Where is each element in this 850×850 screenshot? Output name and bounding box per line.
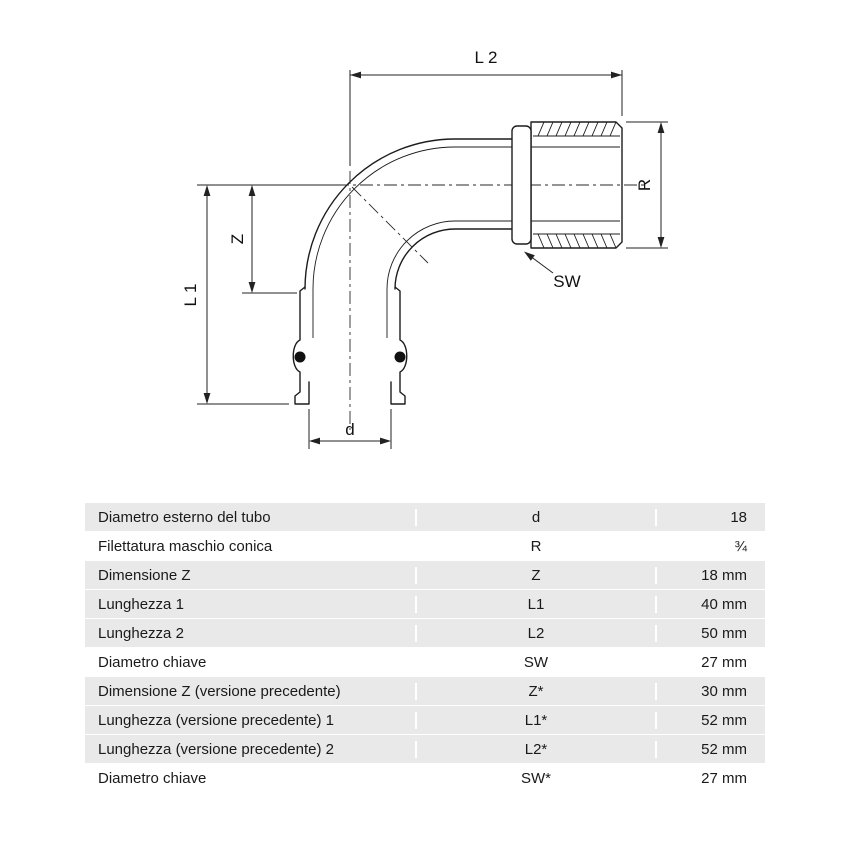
table-row: Dimensione Z (versione precedente) Z* 30…	[85, 677, 765, 706]
table-row: Diametro chiave SW 27 mm	[85, 648, 765, 677]
spec-symbol: L1*	[415, 711, 655, 729]
table-row: Lunghezza 1 L1 40 mm	[85, 590, 765, 619]
press-socket	[292, 286, 408, 405]
collar-bead	[511, 125, 532, 245]
spec-value: 18 mm	[655, 566, 765, 584]
dim-label-l2: L 2	[474, 48, 497, 67]
table-row: Diametro chiave SW* 27 mm	[85, 764, 765, 793]
dimension-sw: SW	[524, 251, 581, 291]
spec-label: Lunghezza 2	[98, 624, 184, 642]
dimension-l1: L 1	[181, 185, 289, 405]
spec-value: 18	[655, 508, 765, 526]
spec-label: Diametro esterno del tubo	[98, 508, 271, 526]
centerlines	[336, 171, 648, 430]
spec-value: 52 mm	[655, 740, 765, 758]
spec-label: Diametro chiave	[98, 653, 207, 671]
dim-label-d: d	[345, 420, 354, 439]
spec-symbol: SW	[415, 653, 655, 671]
spec-value: 40 mm	[655, 595, 765, 613]
table-row: Lunghezza (versione precedente) 2 L2* 52…	[85, 735, 765, 764]
spec-symbol: Z*	[415, 682, 655, 700]
spec-symbol: Z	[415, 566, 655, 584]
spec-symbol: L1	[415, 595, 655, 613]
dimension-r: R	[626, 121, 668, 249]
dim-label-sw: SW	[553, 272, 580, 291]
spec-symbol: R	[415, 537, 655, 555]
spec-table: Diametro esterno del tubo d 18 Filettatu…	[85, 503, 765, 793]
spec-label: Lunghezza 1	[98, 595, 184, 613]
thread-hatching-bottom	[537, 233, 617, 249]
dimension-d: d	[308, 409, 392, 449]
o-ring-left	[294, 351, 306, 363]
spec-label: Diametro chiave	[98, 769, 207, 787]
spec-value: 52 mm	[655, 711, 765, 729]
table-row: Diametro esterno del tubo d 18	[85, 503, 765, 532]
spec-label: Filettatura maschio conica	[98, 537, 273, 555]
dim-label-r: R	[635, 179, 654, 191]
spec-value: 50 mm	[655, 624, 765, 642]
spec-value: ¾	[655, 537, 765, 555]
table-row: Lunghezza 2 L2 50 mm	[85, 619, 765, 648]
spec-label: Lunghezza (versione precedente) 2	[98, 740, 334, 758]
pipe-outline	[304, 138, 513, 338]
spec-label: Lunghezza (versione precedente) 1	[98, 711, 334, 729]
thread-hatching-top	[537, 121, 617, 137]
fitting-diagram: L 2 R SW Z L 1 d	[181, 48, 668, 449]
spec-symbol: L2	[415, 624, 655, 642]
dim-label-z: Z	[228, 234, 247, 244]
spec-value: 27 mm	[655, 769, 765, 787]
table-row: Dimensione Z Z 18 mm	[85, 561, 765, 590]
table-row: Filettatura maschio conica R ¾	[85, 532, 765, 561]
spec-label: Dimensione Z (versione precedente)	[98, 682, 341, 700]
dim-label-l1: L 1	[181, 283, 200, 306]
threaded-end	[511, 121, 623, 249]
table-row: Lunghezza (versione precedente) 1 L1* 52…	[85, 706, 765, 735]
dimension-z: Z	[197, 184, 343, 294]
spec-label: Dimensione Z	[98, 566, 191, 584]
spec-value: 30 mm	[655, 682, 765, 700]
spec-symbol: SW*	[415, 769, 655, 787]
o-ring-right	[394, 351, 406, 363]
dimension-l2: L 2	[349, 48, 623, 166]
spec-symbol: L2*	[415, 740, 655, 758]
spec-symbol: d	[415, 508, 655, 526]
spec-value: 27 mm	[655, 653, 765, 671]
